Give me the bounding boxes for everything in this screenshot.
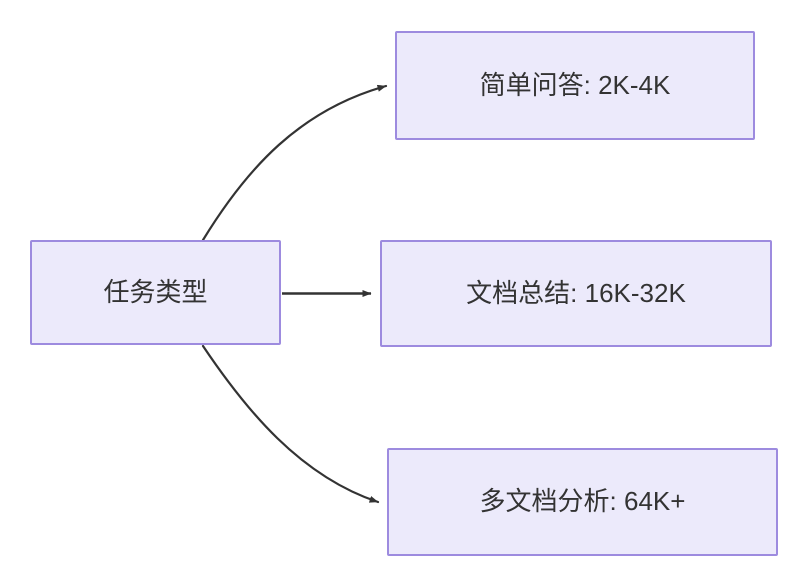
node-doc-summary[interactable]: 文档总结: 16K-32K xyxy=(380,240,772,347)
node-task-type-label: 任务类型 xyxy=(103,276,208,307)
node-doc-summary-label: 文档总结: 16K-32K xyxy=(466,277,686,308)
edge-root-to-simple-qa xyxy=(201,84,388,242)
edge-root-to-multi-doc xyxy=(201,344,380,504)
node-multi-doc[interactable]: 多文档分析: 64K+ xyxy=(387,448,778,556)
node-simple-qa-label: 简单问答: 2K-4K xyxy=(479,69,671,100)
node-task-type[interactable]: 任务类型 xyxy=(30,240,281,345)
node-multi-doc-label: 多文档分析: 64K+ xyxy=(479,486,686,517)
node-simple-qa[interactable]: 简单问答: 2K-4K xyxy=(395,31,755,140)
